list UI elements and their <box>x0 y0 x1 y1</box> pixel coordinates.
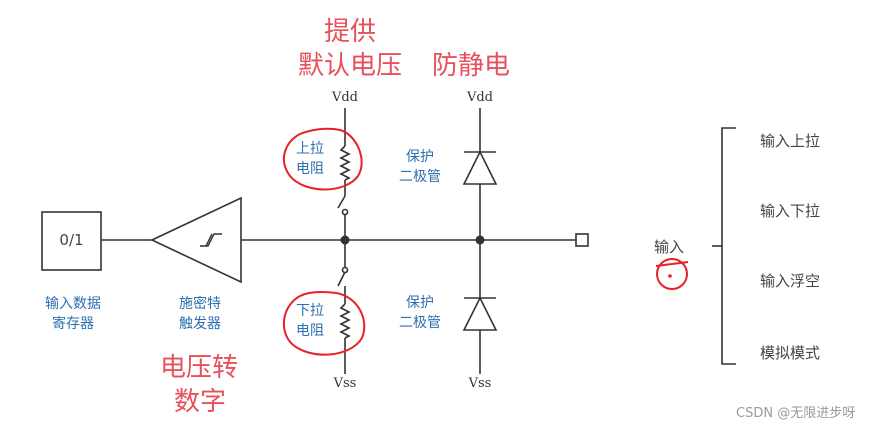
input-highlight-circle <box>656 258 688 290</box>
pulldown-label-line2: 电阻 <box>296 323 324 339</box>
register-label-line2: 寄存器 <box>52 316 94 332</box>
watermark: CSDN @无限进步呀 <box>736 406 856 421</box>
pulldown-label-line1: 下拉 <box>296 303 324 319</box>
io-pin-square <box>575 233 589 247</box>
junction-dot-right <box>475 235 485 245</box>
pullup-highlight-circle <box>282 127 363 191</box>
schmitt-label-line1: 施密特 <box>179 296 221 312</box>
annotation-voltage-to: 电压转 <box>160 353 239 383</box>
vdd-left-label: Vdd <box>331 90 359 105</box>
vss-right-label: Vss <box>468 376 492 391</box>
mode-root-label: 输入 <box>654 238 685 256</box>
diode-bottom-label-line1: 保护 <box>406 295 434 311</box>
diode-bottom-label-line2: 二极管 <box>399 315 441 331</box>
register-label-line1: 输入数据 <box>45 296 101 312</box>
mode-item: 输入上拉 <box>760 132 821 150</box>
diode-top-label-line2: 二极管 <box>399 169 441 185</box>
mode-bracket <box>721 127 736 365</box>
diode-top-label-line1: 保护 <box>406 149 434 165</box>
pulldown-resistor-symbol <box>339 303 351 339</box>
mode-item: 输入浮空 <box>760 272 821 290</box>
pullup-resistor-symbol <box>339 145 351 181</box>
junction-dot-left <box>340 235 350 245</box>
mode-item: 模拟模式 <box>760 344 821 362</box>
protection-diode-bottom-symbol <box>462 296 498 331</box>
schmitt-label-line2: 触发器 <box>179 316 221 332</box>
input-data-register-box <box>41 211 102 271</box>
annotation-esd: 防静电 <box>432 51 511 81</box>
vdd-right-label: Vdd <box>466 90 494 105</box>
annotation-provide: 提供 <box>323 17 376 47</box>
schmitt-trigger-symbol <box>150 196 242 284</box>
annotation-digital: 数字 <box>174 387 227 417</box>
annotation-default-voltage: 默认电压 <box>297 51 402 81</box>
mode-item: 输入下拉 <box>760 202 821 220</box>
protection-diode-top-symbol <box>462 150 498 185</box>
register-value: 0/1 <box>59 231 84 249</box>
vss-left-label: Vss <box>333 376 357 391</box>
pulldown-highlight-circle <box>282 291 366 356</box>
pullup-label-line2: 电阻 <box>296 161 324 177</box>
pullup-label-line1: 上拉 <box>296 141 324 157</box>
